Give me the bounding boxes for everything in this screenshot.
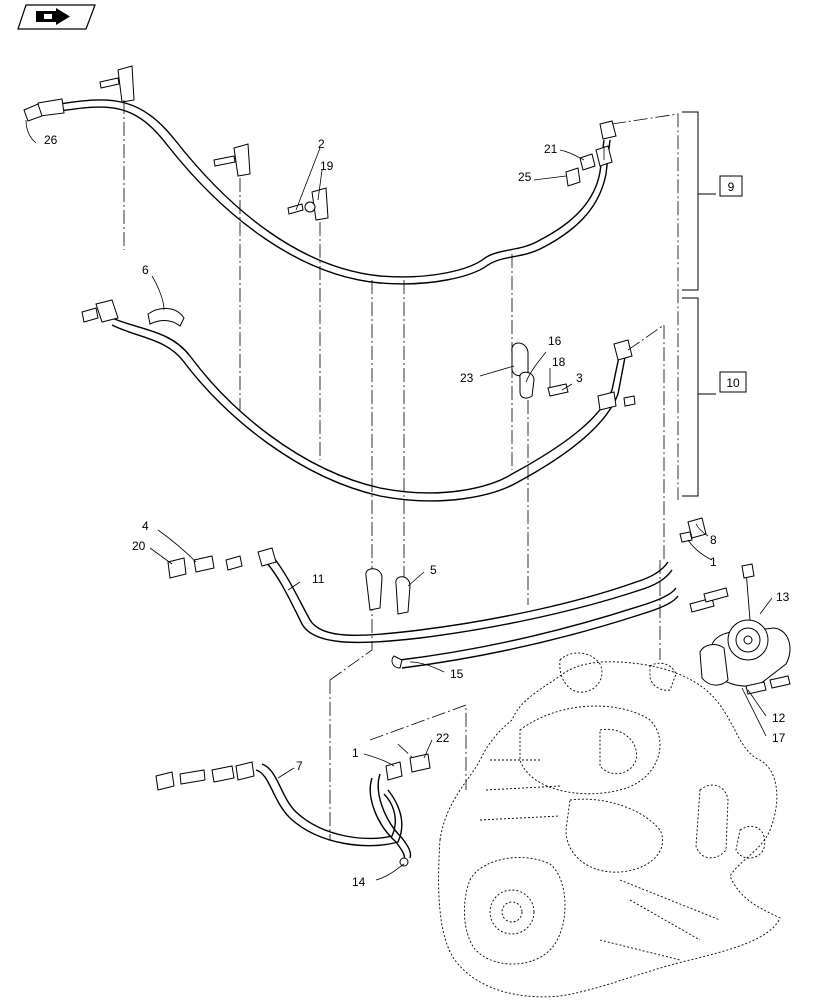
callout-23: 23 bbox=[460, 371, 474, 385]
callout-13: 13 bbox=[776, 590, 790, 604]
group-label-10: 10 bbox=[719, 371, 747, 393]
svg-text:9: 9 bbox=[728, 180, 735, 194]
ac-compressor bbox=[689, 563, 791, 695]
callout-14: 14 bbox=[352, 875, 366, 889]
group-label-9: 9 bbox=[719, 175, 743, 197]
callout-16: 16 bbox=[548, 334, 562, 348]
next-page-arrow-icon bbox=[36, 8, 70, 25]
upper-line-clips bbox=[99, 65, 329, 221]
callout-22: 22 bbox=[436, 731, 450, 745]
callout-5: 5 bbox=[430, 563, 437, 577]
clamp-group bbox=[511, 342, 636, 407]
callout-8: 8 bbox=[710, 533, 717, 547]
callout-17: 17 bbox=[772, 731, 786, 745]
group-brace-9 bbox=[682, 111, 716, 291]
callout-4: 4 bbox=[142, 519, 149, 533]
middle-hoses bbox=[167, 517, 707, 669]
callout-11: 11 bbox=[312, 572, 325, 586]
callout-20: 20 bbox=[132, 539, 146, 553]
lower-hoses bbox=[155, 753, 431, 867]
callout-25: 25 bbox=[518, 170, 532, 184]
engine-outline bbox=[438, 652, 781, 998]
callout-7: 7 bbox=[296, 759, 303, 773]
callout-26: 26 bbox=[44, 133, 58, 147]
leader-lines bbox=[25, 119, 773, 881]
callouts: 26 2 19 21 25 6 16 18 23 3 4 20 11 5 8 1… bbox=[44, 133, 790, 889]
upper-ac-line bbox=[23, 98, 617, 285]
callout-2: 2 bbox=[318, 137, 325, 151]
callout-1-upper: 1 bbox=[710, 555, 717, 569]
callout-18: 18 bbox=[552, 355, 566, 369]
svg-text:10: 10 bbox=[726, 376, 740, 390]
callout-19: 19 bbox=[320, 159, 334, 173]
callout-15: 15 bbox=[450, 667, 464, 681]
callout-3: 3 bbox=[576, 371, 583, 385]
lower-ac-line bbox=[81, 299, 633, 502]
callout-6: 6 bbox=[142, 263, 149, 277]
callout-21: 21 bbox=[544, 142, 558, 156]
callout-12: 12 bbox=[772, 711, 786, 725]
group-brace-10 bbox=[682, 297, 716, 497]
callout-1-lower: 1 bbox=[352, 746, 359, 760]
construction-lines bbox=[123, 100, 679, 840]
next-page-nav-button[interactable] bbox=[17, 4, 96, 30]
fittings-21-25 bbox=[565, 153, 596, 187]
